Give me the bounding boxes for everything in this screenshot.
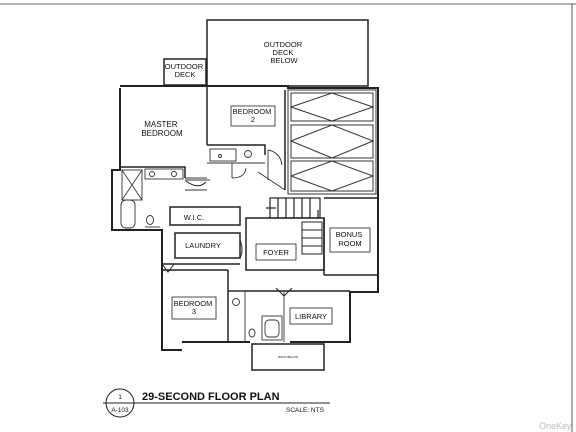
roof-panels (287, 89, 377, 195)
sheet-number: A-103 (111, 407, 129, 414)
watermark: OneKey (539, 421, 572, 431)
sheet-border (0, 3, 576, 432)
laundry-room (174, 232, 241, 259)
roof-below-label: ROOF BELOW (278, 355, 299, 359)
roof-below-area (251, 343, 325, 371)
bonus-room-walls (323, 197, 378, 276)
bedroom-3-label: BEDROOM 3 (174, 299, 215, 316)
bedroom-2-label: BEDROOM 2 (233, 107, 274, 124)
laundry-label: LAUNDRY (185, 241, 221, 250)
wic-label: W.I.C. (184, 213, 204, 222)
outdoor-deck-label: OUTDOOR DECK (165, 62, 205, 79)
bonus-room-label: BONUS ROOM (336, 230, 365, 248)
library-label: LIBRARY (295, 312, 327, 321)
door-swings (161, 180, 293, 297)
bonus-room-label-box (329, 227, 371, 253)
wic-room (169, 206, 241, 226)
foyer-stair-run (301, 221, 323, 255)
exterior-walls (111, 85, 379, 351)
outdoor-deck-below-label: OUTDOOR DECK BELOW (264, 40, 304, 65)
bedroom-2-walls (207, 90, 286, 190)
stair-area (266, 197, 321, 219)
master-bath-fixtures (120, 168, 207, 229)
master-bedroom-label: MASTER BEDROOM (141, 120, 183, 138)
bedroom-3-label-box (171, 296, 217, 320)
scale-label: SCALE: NTS (286, 407, 325, 414)
bedroom-2-label-box (230, 105, 276, 127)
title-block: 1 A-103 29-SECOND FLOOR PLAN SCALE: NTS (103, 388, 330, 418)
foyer-label: FOYER (263, 248, 289, 257)
detail-number: 1 (118, 394, 122, 401)
master-bedroom-walls (120, 86, 208, 178)
library-label-box (289, 307, 333, 325)
bedroom-2-bath-fixtures (185, 148, 286, 191)
foyer-label-box (255, 243, 297, 261)
plan-title: 29-SECOND FLOOR PLAN (142, 391, 280, 403)
bedroom-3-bath-fixtures (228, 290, 285, 342)
